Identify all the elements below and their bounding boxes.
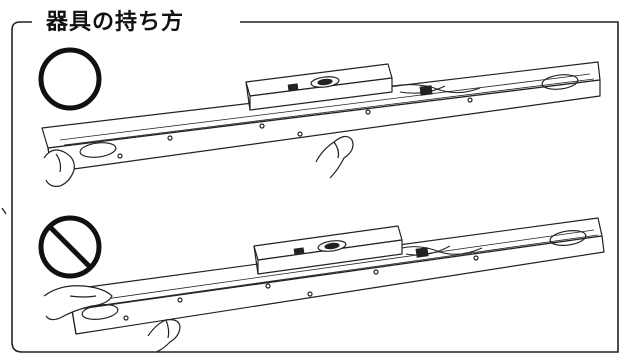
ok-circle-icon	[38, 47, 102, 111]
section-title: 器具の持ち方	[38, 6, 193, 40]
hand-left-wrong	[43, 285, 113, 321]
side-tick	[1, 207, 7, 215]
fixture-diagram-wrong	[65, 217, 605, 335]
prohibited-icon	[38, 215, 102, 279]
hand-right-wrong	[147, 319, 181, 353]
fixture-diagram-correct	[41, 61, 601, 173]
frame-border	[11, 21, 619, 353]
hand-right-correct	[315, 135, 354, 179]
hand-left-correct	[43, 149, 75, 187]
